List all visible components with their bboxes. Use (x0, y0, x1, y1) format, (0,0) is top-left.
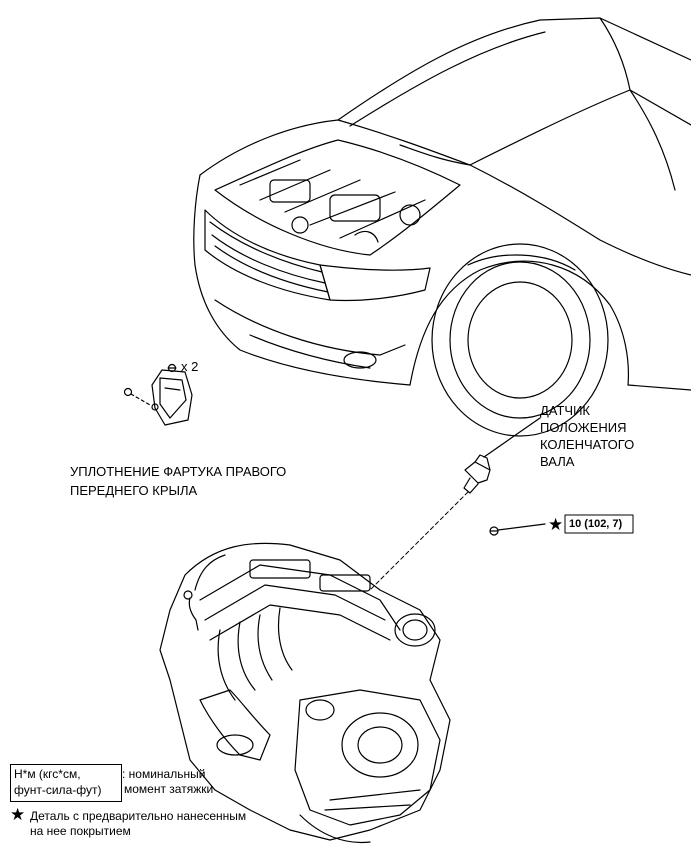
headlight (319, 264, 431, 302)
legend-star-desc-line1: Деталь с предварительно нанесенным (30, 809, 247, 823)
fender-seal-label-line2: ПЕРЕДНЕГО КРЫЛА (70, 483, 198, 498)
quantity-label: x 2 (181, 359, 199, 374)
legend-unit-line1: Н*м (кгс*см, (14, 767, 81, 781)
legend-unit-desc-line2: момент затяжки (124, 782, 214, 796)
fender-apron-seal-illustration (151, 369, 193, 426)
crankshaft-position-sensor-illustration (463, 454, 491, 494)
torque-value: 10 (102, 7) (569, 518, 623, 530)
legend-star-desc-line2: на нее покрытием (30, 824, 131, 838)
sensor-label-line1: ДАТЧИК (540, 403, 590, 418)
sensor-label-line4: ВАЛА (540, 454, 575, 469)
sensor-label-line2: ПОЛОЖЕНИЯ (540, 420, 627, 435)
windshield (599, 17, 691, 126)
vehicle-illustration (193, 17, 691, 437)
legend-unit-line2: фунт-сила-фут) (14, 783, 102, 797)
sensor-label-line3: КОЛЕНЧАТОГО (540, 437, 635, 452)
legend-star-icon: ★ (10, 805, 26, 824)
star-icon: ★ (548, 515, 563, 535)
legend-unit-box: Н*м (кгс*см, фунт-сила-фут) (10, 764, 122, 802)
engine-bay (214, 139, 461, 256)
hood (337, 17, 631, 166)
body-outline (199, 119, 691, 276)
installation-line (369, 491, 469, 591)
fog-lamp (343, 351, 377, 369)
legend-unit-desc-line1: : номинальный (122, 767, 206, 781)
torque-spec-box (564, 514, 634, 534)
fender-seal-label-line1: УПЛОТНЕНИЕ ФАРТУКА ПРАВОГО (70, 464, 287, 479)
clip-icon (167, 363, 177, 373)
bolt-icon (489, 526, 499, 536)
front-wheel (431, 243, 609, 437)
clip-icon (123, 387, 151, 406)
engine-assembly-illustration (159, 542, 451, 844)
